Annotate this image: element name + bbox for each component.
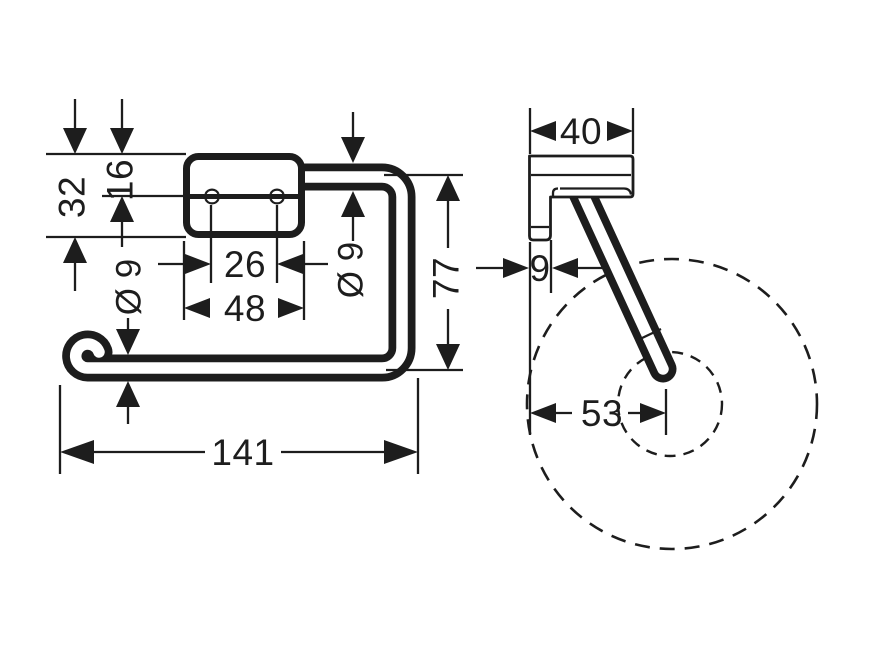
dimension-overall-width-141: 141 — [58, 378, 420, 474]
dim-label-53: 53 — [581, 393, 623, 434]
dim-label-48: 48 — [224, 288, 266, 329]
bracket-bar-base-line — [560, 187, 633, 195]
side-view: 40 9 53 — [476, 108, 819, 551]
roll-core-outline — [616, 350, 724, 458]
dim-label-dia9-right: Ø 9 — [332, 242, 371, 298]
bar-seam-line — [639, 327, 662, 341]
dim-label-26: 26 — [224, 244, 266, 285]
screw-hole-right — [269, 188, 285, 205]
dimension-plate-height-32: 32 — [52, 99, 93, 291]
dimension-hole-offset-16: 16 — [100, 99, 141, 247]
dim-label-16: 16 — [100, 159, 141, 201]
dim-label-32: 32 — [52, 176, 93, 218]
bracket-corner-step — [551, 187, 559, 197]
wall-bracket-side — [528, 154, 635, 242]
dimension-depth-40: 40 — [528, 108, 635, 154]
holder-ring — [62, 163, 416, 382]
dimension-overall-height-77: 77 — [384, 173, 467, 372]
front-view: 32 16 Ø 9 Ø 9 — [46, 99, 467, 474]
dimension-bar-diameter-right: Ø 9 — [332, 112, 371, 298]
dim-label-141: 141 — [211, 432, 274, 473]
dimension-hole-spacing-26: 26 — [158, 205, 328, 285]
dimension-plate-width-48: 48 — [182, 241, 306, 329]
mounting-plate — [183, 153, 305, 238]
dimension-roll-center-53: 53 — [530, 389, 668, 435]
dim-label-40: 40 — [560, 111, 602, 152]
bracket-outline — [528, 154, 635, 242]
toilet-roll-outline — [525, 257, 819, 551]
dim-label-77: 77 — [426, 257, 467, 299]
dimension-bar-diameter-left: Ø 9 — [110, 259, 149, 424]
screw-hole-left — [204, 188, 220, 205]
dim-label-9: 9 — [529, 248, 550, 289]
dim-label-dia9-left: Ø 9 — [110, 259, 149, 315]
holder-bar-side — [568, 179, 677, 383]
dimension-plate-thickness-9: 9 — [476, 240, 608, 435]
